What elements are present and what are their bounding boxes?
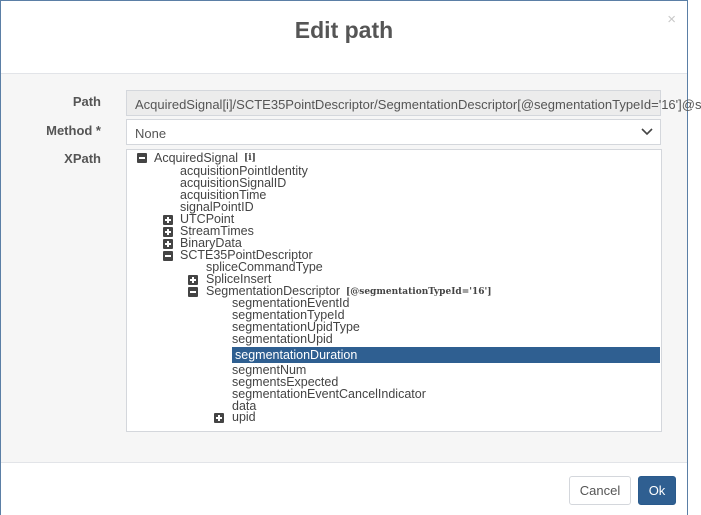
tree-node-acquisition-time[interactable]: acquisitionTime bbox=[180, 188, 267, 202]
method-select[interactable]: None bbox=[126, 119, 661, 145]
tree-node-segmentation-duration-label: segmentationDuration bbox=[235, 348, 358, 362]
tree-node-acquisition-point-identity[interactable]: acquisitionPointIdentity bbox=[180, 164, 308, 178]
chevron-down-icon bbox=[641, 128, 653, 136]
method-label: Method * bbox=[46, 123, 101, 138]
tree-node-segmentation-descriptor-attr: [@segmentationTypeId='16'] bbox=[346, 287, 492, 297]
tree-node-segments-expected[interactable]: segmentsExpected bbox=[232, 375, 339, 389]
dialog-title: Edit path bbox=[294, 17, 394, 43]
tree-node-upid[interactable]: upid bbox=[232, 410, 256, 424]
plus-box-icon[interactable] bbox=[163, 227, 173, 237]
tree-node-segmentation-event-cancel-indicator[interactable]: segmentationEventCancelIndicator bbox=[232, 387, 426, 401]
tree-node-segmentation-type-id[interactable]: segmentationTypeId bbox=[232, 308, 345, 322]
tree-node-stream-times[interactable]: StreamTimes bbox=[180, 224, 254, 238]
plus-box-icon[interactable] bbox=[163, 239, 173, 249]
tree-node-segmentation-event-id[interactable]: segmentationEventId bbox=[232, 296, 350, 310]
tree-node-splice-insert[interactable]: SpliceInsert bbox=[206, 272, 272, 286]
tree-node-scte35-point-descriptor[interactable]: SCTE35PointDescriptor bbox=[180, 248, 313, 262]
path-field[interactable]: AcquiredSignal[i]/SCTE35PointDescriptor/… bbox=[126, 90, 701, 116]
method-select-value: None bbox=[135, 126, 167, 141]
ok-button[interactable]: Ok bbox=[638, 476, 676, 505]
plus-box-icon[interactable] bbox=[163, 215, 173, 225]
tree-node-segmentation-upid[interactable]: segmentationUpid bbox=[232, 332, 333, 346]
tree-node-acquired-signal[interactable]: AcquiredSignal bbox=[154, 151, 239, 165]
xpath-tree[interactable]: AcquiredSignal [i] acquisitionPointIdent… bbox=[126, 149, 662, 432]
tree-node-segmentation-descriptor[interactable]: SegmentationDescriptor bbox=[206, 284, 341, 298]
tree-node-binary-data[interactable]: BinaryData bbox=[180, 236, 242, 250]
tree-node-acquisition-signal-id[interactable]: acquisitionSignalID bbox=[180, 176, 287, 190]
tree-node-acquired-signal-attr: [i] bbox=[244, 153, 256, 163]
close-icon[interactable]: × bbox=[667, 11, 676, 28]
tree-node-utc-point[interactable]: UTCPoint bbox=[180, 212, 235, 226]
minus-box-icon[interactable] bbox=[163, 251, 173, 261]
xpath-label: XPath bbox=[64, 151, 101, 166]
minus-box-icon[interactable] bbox=[137, 153, 147, 163]
tree-node-segment-num[interactable]: segmentNum bbox=[232, 363, 307, 377]
dialog-header: Edit path × bbox=[1, 1, 687, 74]
tree-node-splice-command-type[interactable]: spliceCommandType bbox=[206, 260, 323, 274]
minus-box-icon[interactable] bbox=[188, 287, 198, 297]
tree-node-segmentation-duration[interactable]: segmentationDuration bbox=[232, 347, 660, 363]
tree-node-data[interactable]: data bbox=[232, 399, 257, 413]
dialog-footer: Cancel Ok bbox=[1, 462, 687, 515]
dialog-body: Path AcquiredSignal[i]/SCTE35PointDescri… bbox=[1, 74, 701, 462]
plus-box-icon[interactable] bbox=[214, 413, 224, 423]
path-label: Path bbox=[72, 94, 101, 109]
cancel-button[interactable]: Cancel bbox=[569, 476, 631, 505]
plus-box-icon[interactable] bbox=[188, 275, 198, 285]
tree-node-segmentation-upid-type[interactable]: segmentationUpidType bbox=[232, 320, 360, 334]
tree-node-signal-point-id[interactable]: signalPointID bbox=[180, 200, 254, 214]
